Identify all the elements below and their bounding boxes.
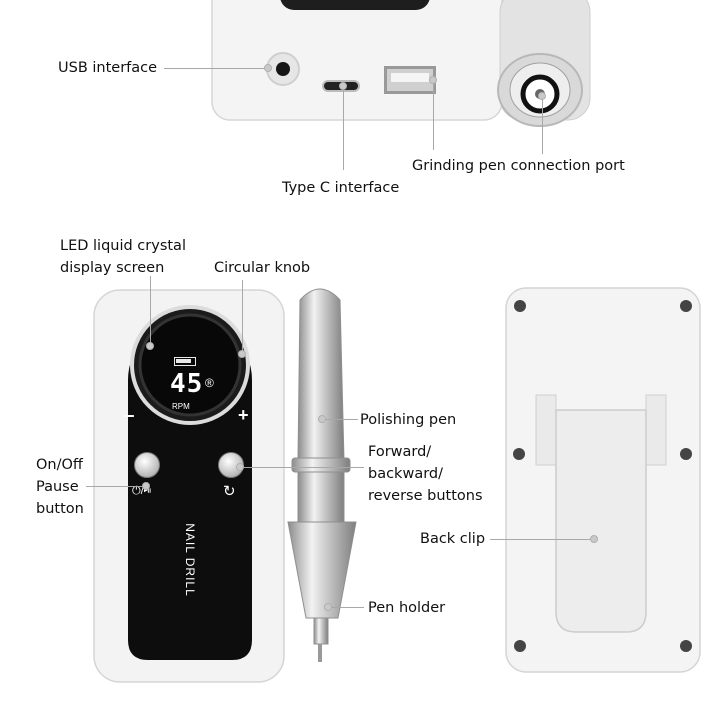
label-usb-interface: USB interface	[58, 60, 158, 76]
label-pen-holder: Pen holder	[368, 600, 446, 616]
power-pause-button[interactable]	[134, 452, 160, 478]
label-grinding-pen-port: Grinding pen connection port	[412, 158, 625, 174]
direction-icon: ↻	[223, 483, 236, 500]
label-onoff-line3: button	[36, 501, 84, 517]
label-forward-line2: backward/	[368, 466, 443, 482]
rpm-readout: 45	[170, 369, 204, 399]
label-forward-line1: Forward/	[368, 444, 432, 460]
label-type-c-interface: Type C interface	[282, 180, 400, 196]
label-circular-knob: Circular knob	[214, 260, 311, 276]
rpm-unit: RPM	[172, 402, 190, 411]
label-lcd-line2: display screen	[60, 260, 165, 276]
label-lcd-line1: LED liquid crystal	[60, 238, 186, 254]
label-polishing-pen: Polishing pen	[360, 412, 457, 428]
label-onoff-line2: Pause	[36, 479, 79, 495]
label-forward-line3: reverse buttons	[368, 488, 483, 504]
plus-label: +	[238, 405, 249, 425]
label-back-clip: Back clip	[420, 531, 486, 547]
minus-label: −	[124, 406, 135, 426]
port-panel-illustration	[211, 0, 591, 127]
battery-icon	[174, 357, 196, 366]
registered-mark: ®	[205, 376, 214, 390]
label-onoff-line1: On/Off	[36, 457, 83, 473]
